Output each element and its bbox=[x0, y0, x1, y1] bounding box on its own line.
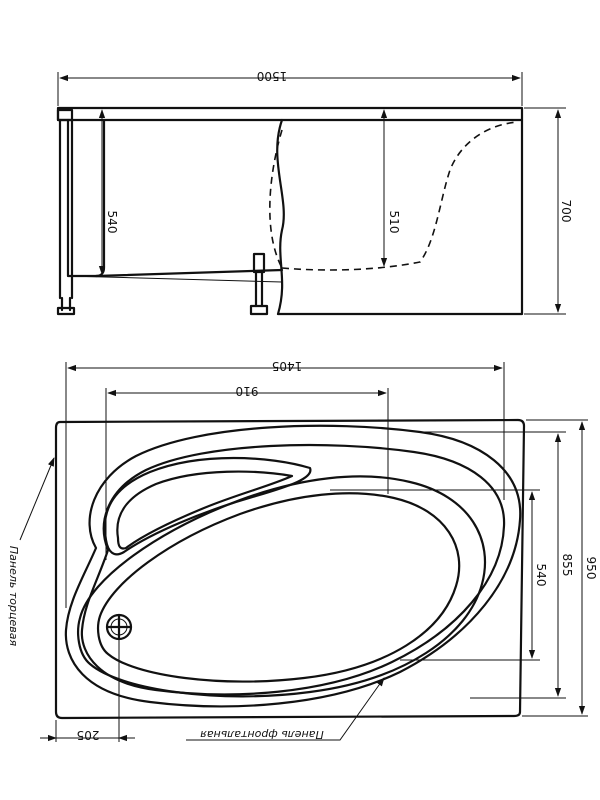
side-view: 1500 700 540 510 bbox=[56, 69, 573, 316]
label-front-panel: Панель фронтальная bbox=[200, 728, 324, 741]
bathtub-outer-outline bbox=[54, 418, 526, 720]
headrest-outer bbox=[103, 456, 312, 556]
drain-cross bbox=[105, 613, 133, 641]
bathtub-bottom bbox=[94, 268, 284, 278]
ext-line-700 bbox=[524, 107, 566, 315]
bathtub-shell-outer bbox=[64, 424, 522, 708]
dim-1500: 1500 bbox=[257, 69, 288, 83]
leader-side-panel bbox=[19, 457, 55, 541]
bowl-inner bbox=[97, 492, 461, 683]
dim-855: 855 bbox=[560, 554, 574, 577]
hidden-wall-left bbox=[269, 129, 283, 269]
bathtub-rim bbox=[56, 106, 524, 122]
ext-line-910 bbox=[105, 388, 389, 560]
frame-rail bbox=[67, 275, 283, 283]
bathtub-left-wall bbox=[66, 118, 106, 278]
hidden-bowl-contour bbox=[281, 121, 519, 271]
bathtub-shell-inner bbox=[80, 443, 506, 696]
side-panel-outline bbox=[276, 118, 524, 316]
dim-700: 700 bbox=[559, 200, 573, 223]
dim-540-bowl: 540 bbox=[534, 564, 548, 587]
foot-left bbox=[56, 306, 76, 316]
dim-540-side: 540 bbox=[105, 211, 119, 234]
ext-line-1405 bbox=[65, 362, 505, 608]
drain-siphon bbox=[252, 252, 266, 274]
label-side-panel: Панель торцевая bbox=[7, 546, 20, 647]
headrest-inner bbox=[116, 470, 294, 550]
top-view: 1405 910 540 855 950 205 Панель торцевая… bbox=[7, 359, 598, 742]
panel-cut-edge bbox=[276, 118, 285, 316]
ext-line-950 bbox=[522, 419, 588, 717]
dim-910: 910 bbox=[236, 384, 259, 398]
foot-right-stem bbox=[254, 270, 264, 308]
frame-bracket bbox=[56, 108, 74, 122]
foot-right bbox=[249, 304, 269, 316]
dim-1405: 1405 bbox=[272, 359, 303, 373]
ext-line-1500 bbox=[57, 72, 523, 106]
dim-510: 510 bbox=[387, 211, 401, 234]
leader-front-panel bbox=[186, 677, 385, 741]
dim-205: 205 bbox=[77, 728, 100, 742]
ext-line-540-bowl bbox=[330, 489, 540, 661]
dim-950: 950 bbox=[584, 557, 598, 580]
